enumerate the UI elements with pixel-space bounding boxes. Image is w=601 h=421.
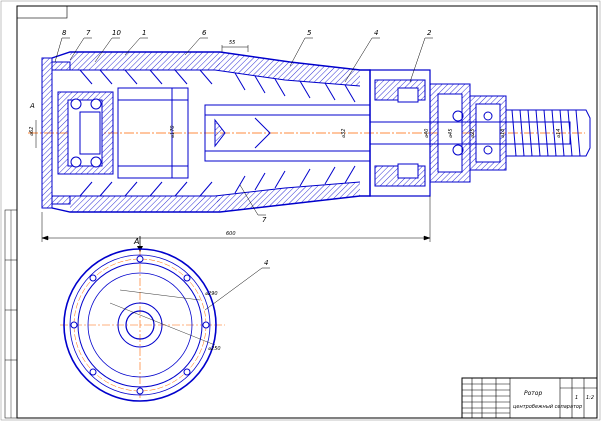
sheet-number: 1 — [575, 395, 578, 401]
callout-5: 5 — [307, 29, 312, 37]
dim-bearing-4: ⌀18 — [500, 129, 506, 138]
dim-outer-circle: ⌀290 — [205, 291, 218, 297]
callout-7: 7 — [86, 29, 91, 37]
callout-2: 2 — [427, 29, 432, 37]
dim-bore-left: ⌀62 — [29, 127, 35, 136]
fins-top — [79, 69, 356, 103]
dim-bore-right: ⌀32 — [341, 129, 347, 138]
svg-text:А: А — [133, 237, 139, 246]
rotor-assembly — [41, 51, 591, 213]
end-view — [60, 248, 225, 402]
dimension-lines — [35, 45, 431, 242]
left-flange — [41, 57, 53, 209]
callout-4b: 4 — [264, 259, 268, 267]
dim-bearing-1: ⌀40 — [424, 129, 430, 138]
fins-bottom — [79, 165, 356, 197]
inner-chamber — [117, 87, 189, 179]
callout-7b: 7 — [262, 216, 267, 224]
title-line1: Ротор — [524, 390, 542, 397]
callout-4: 4 — [374, 29, 378, 37]
shaft-thread — [505, 109, 591, 157]
dim-pitch-circle: ⌀250 — [208, 346, 221, 352]
dim-bearing-2: ⌀45 — [448, 129, 454, 138]
dim-overall-length: 600 — [226, 231, 236, 237]
left-mark: А — [29, 102, 35, 110]
title-line2: центробежный сепаратор — [513, 404, 582, 410]
dim-bore-mid: ⌀170 — [170, 125, 176, 138]
bolt-holes — [70, 255, 210, 395]
right-housing — [369, 69, 507, 197]
scale: 1:2 — [586, 395, 594, 401]
callout-10: 10 — [112, 29, 121, 37]
callout-1: 1 — [142, 29, 146, 37]
dim-bearing-3: ⌀25 — [470, 129, 476, 138]
callout-8: 8 — [62, 29, 67, 37]
title-block — [461, 377, 598, 419]
dim-gap: 55 — [229, 40, 235, 46]
callout-6: 6 — [202, 29, 207, 37]
left-bearing — [57, 91, 114, 175]
dim-bearing-5: ⌀14 — [556, 129, 562, 138]
leaders — [54, 37, 433, 311]
